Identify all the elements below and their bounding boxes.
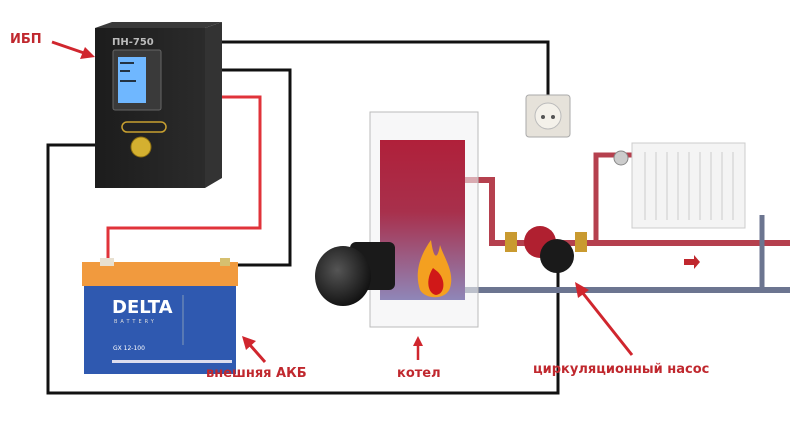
ups-power-button (130, 136, 152, 158)
pump-label: циркуляционный насос (533, 362, 710, 377)
ups-to-pump-wire (46, 143, 560, 395)
radiator (613, 142, 746, 229)
burner (315, 242, 395, 306)
battery-label: внешняя АКБ (206, 366, 307, 381)
ups-to-outlet-wire (222, 40, 550, 95)
thermostatic-valve (613, 150, 629, 166)
ups-unit: ПН-750 (95, 22, 222, 188)
wires (46, 40, 560, 395)
battery-model-logo: GX 12-100 (113, 345, 145, 352)
boiler (369, 111, 479, 328)
battery-brand-logo: DELTA (112, 297, 173, 318)
boiler-label: котел (397, 366, 441, 381)
ups-label: ИБП (10, 32, 42, 47)
riser-pipe (593, 152, 632, 243)
circulation-pump (505, 226, 587, 273)
battery-sub-logo: BATTERY (114, 319, 157, 325)
battery: DELTA BATTERY GX 12-100 (82, 258, 238, 374)
ups-to-battery-black-wire (222, 68, 292, 267)
flow-arrow-icon (684, 255, 700, 269)
pointer-arrows (51, 40, 634, 363)
ups-brand-logo: ПН-750 (112, 37, 154, 48)
ups-to-battery-red-wire (106, 95, 262, 264)
wall-outlet (525, 94, 571, 138)
